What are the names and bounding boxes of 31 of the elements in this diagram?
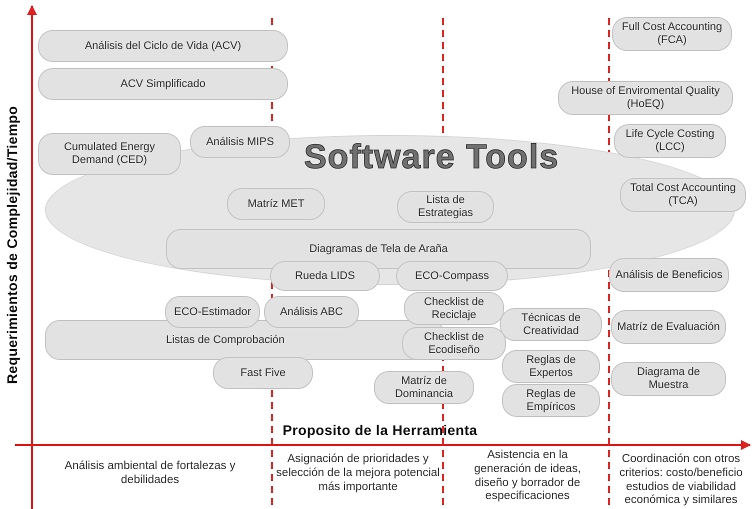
method-pill: Reglas de Empíricos: [502, 384, 600, 417]
x-axis-title: Proposito de la Herramienta: [282, 422, 478, 439]
method-pill: ACV Simplificado: [38, 68, 288, 100]
column-description: Coordinación con otros criterios: costo/beneficio estudios de viabilidad económica y similares: [618, 453, 744, 508]
column-description: Asignación de prioridades y selección de la mejora potencial más importante: [275, 453, 441, 494]
method-pill: Análisis de Beneficios: [609, 258, 729, 292]
method-pill: Checklist de Reciclaje: [404, 292, 504, 325]
method-pill: Matríz de Dominancia: [374, 371, 474, 404]
method-pill: Análisis ABC: [264, 296, 359, 328]
method-pill: Life Cycle Costing (LCC): [614, 124, 726, 158]
method-pill: Cumulated Energy Demand (CED): [38, 133, 181, 175]
method-pill: Lista de Estrategias: [397, 191, 494, 223]
method-pill: Reglas de Expertos: [502, 350, 600, 383]
method-pill: Full Cost Accounting (FCA): [612, 17, 732, 51]
y-axis-title: Requerimientos de Complejidad/Tiempo: [4, 104, 21, 386]
method-pill: Técnicas de Creatividad: [500, 308, 602, 341]
method-pill: Diagramas de Tela de Araña: [166, 229, 591, 269]
column-description: Asistencia en la generación de ideas, diseño y borrador de especificaciones: [473, 449, 582, 504]
method-pill: ECO-Compass: [396, 261, 508, 291]
method-pill: Análisis del Ciclo de Vida (ACV): [38, 30, 288, 62]
method-pill: Diagrama de Muestra: [611, 362, 726, 396]
method-pill: Matríz de Evaluación: [611, 310, 726, 344]
method-pill: House of Enviromental Quality (HoEQ): [558, 81, 733, 115]
method-pill: Fast Five: [213, 357, 313, 389]
method-pill: ECO-Estimador: [165, 296, 260, 328]
method-pill: Matríz MET: [227, 188, 325, 220]
method-pill: Total Cost Accounting (TCA): [620, 178, 746, 212]
method-pill: Análisis MIPS: [190, 126, 290, 158]
column-description: Análisis ambiental de fortalezas y debilidades: [64, 460, 236, 488]
method-pill: Rueda LIDS: [270, 261, 380, 291]
method-pill: Checklist de Ecodiseño: [402, 327, 506, 360]
